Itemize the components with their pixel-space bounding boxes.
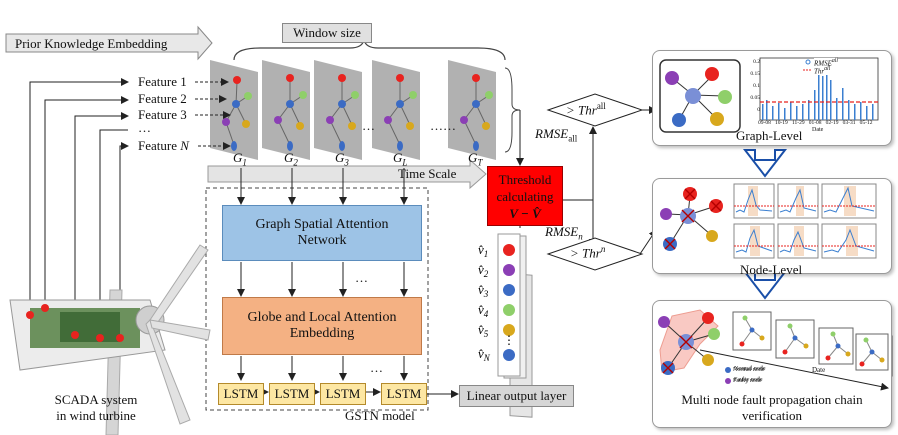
threshold-label: Threshold calculating — [496, 171, 554, 204]
feature-1-label: Feature 1 — [138, 74, 187, 89]
rmse-n-label: RMSEn — [545, 224, 583, 242]
lstm-cell-4: LSTM — [381, 383, 427, 405]
linear-output-box: Linear output layer — [459, 385, 574, 407]
thr-n-diamond — [546, 237, 644, 271]
snapshot-graph-3 — [326, 74, 359, 151]
graph-level-label: Graph-Level — [736, 128, 803, 143]
thr-n-label: > Thrn — [570, 244, 606, 261]
svg-text:⋮: ⋮ — [503, 333, 515, 347]
multi-node-label: Multi node fault propagation chain verif… — [681, 392, 863, 423]
chart-date-label: Date — [812, 127, 824, 133]
normal-node-legend-top: Normal node — [734, 366, 766, 372]
gsan-box: Graph Spatial Attention Network — [222, 205, 422, 261]
prior-knowledge-arrow — [5, 25, 213, 61]
threshold-box: Threshold calculating V − V̂ — [487, 166, 563, 226]
graph-label-g1: G1 — [233, 150, 247, 168]
graph-label-gl: GL — [393, 150, 408, 168]
faulty-node-legend-top: Faulty node — [734, 377, 763, 383]
gsan-dots: … — [355, 270, 368, 285]
chart-dates: 09-08 10-19 11-29 01-08 02-19 03-31 05-1… — [758, 120, 873, 126]
lstm-cell-3: LSTM — [320, 383, 366, 405]
glae-dots: … — [370, 360, 383, 375]
svg-text:v̂4: v̂4 — [478, 302, 489, 319]
wind-turbine-illustration — [9, 244, 211, 435]
snapshot-bracket — [504, 67, 521, 153]
snapshot-graph-l — [384, 74, 417, 151]
snapshot-graph-t — [460, 74, 493, 151]
time-scale-label: Time Scale — [398, 166, 457, 181]
node-level-label: Node-Level — [740, 262, 803, 277]
graph-snapshots — [210, 60, 496, 160]
window-size-bracket — [233, 39, 506, 61]
graph-label-g2: G2 — [284, 150, 298, 168]
graph-label-gt: GT — [468, 150, 483, 168]
thr-all-diamond — [546, 93, 644, 127]
down-arrow-1 — [742, 149, 788, 178]
svg-text:v̂5: v̂5 — [478, 322, 489, 339]
thr-all-label: > Thrall — [566, 101, 606, 118]
svg-text:v̂3: v̂3 — [478, 282, 489, 299]
feature-wires — [29, 78, 231, 338]
snapshot-dots-1: … — [362, 118, 375, 133]
graph-label-g3: G3 — [335, 150, 349, 168]
chart-legend-thr-top: Thrall — [814, 66, 831, 76]
threshold-formula: V − V̂ — [509, 205, 541, 221]
feature-2-label: Feature 2 — [138, 91, 187, 106]
propagation-date-label: Date — [812, 366, 826, 374]
scada-label: SCADA system in wind turbine — [54, 392, 138, 423]
feature-n-label: Feature N — [138, 138, 189, 153]
prior-knowledge-label: Prior Knowledge Embedding — [15, 36, 168, 51]
gstn-container — [205, 187, 429, 411]
feature-ellipsis-label: … — [138, 120, 151, 135]
lstm-cell-1: LSTM — [218, 383, 264, 405]
glae-box: Globe and Local Attention Embedding — [222, 297, 422, 355]
svg-text:v̂2: v̂2 — [478, 262, 489, 279]
output-stack: ⋮ — [497, 233, 533, 418]
time-scale-arrow — [207, 158, 487, 190]
v-hat-labels: v̂1 v̂2 v̂3 v̂4 v̂5 v̂N — [478, 242, 491, 363]
snapshot-graph-1 — [222, 76, 252, 151]
window-size-label: Window size — [282, 23, 372, 43]
chart-legend-rmse-top: RMSEall — [814, 58, 839, 68]
gstn-label: GSTN model — [345, 408, 415, 423]
lstm-cell-2: LSTM — [269, 383, 315, 405]
svg-text:v̂N: v̂N — [478, 346, 491, 363]
snapshot-graph-2 — [274, 74, 307, 151]
rmse-all-label: RMSEall — [535, 126, 578, 144]
svg-text:v̂1: v̂1 — [478, 242, 488, 259]
node-level-panel — [652, 178, 892, 274]
feature-3-label: Feature 3 — [138, 107, 187, 122]
snapshot-dots-2: …… — [430, 118, 456, 133]
